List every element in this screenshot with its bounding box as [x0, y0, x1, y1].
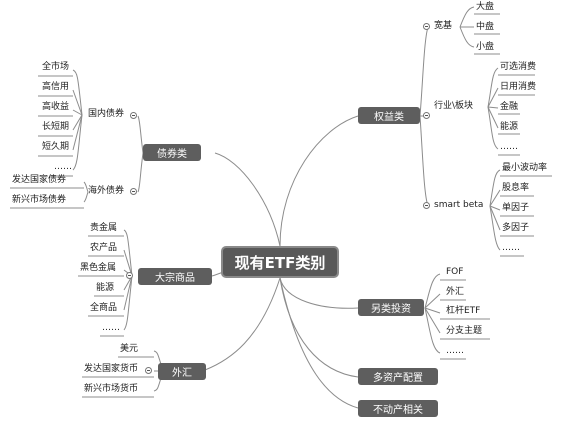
node-smart-beta[interactable]: smart beta: [434, 200, 484, 210]
leaf-node[interactable]: 单因子: [502, 203, 530, 213]
leaf-node[interactable]: 外汇: [446, 287, 465, 297]
leaf-node[interactable]: 全商品: [90, 303, 118, 313]
leaf-node[interactable]: ……: [500, 142, 518, 152]
node-multi-asset[interactable]: 多资产配置: [358, 368, 438, 385]
leaf-node[interactable]: ……: [502, 243, 520, 253]
leaf-node[interactable]: 杠杆ETF: [446, 306, 481, 316]
leaf-node[interactable]: 股息率: [502, 183, 530, 193]
leaf-node[interactable]: 新兴市场货币: [84, 384, 139, 394]
leaf-node[interactable]: 小盘: [476, 42, 495, 52]
leaf-node[interactable]: ……: [446, 346, 464, 356]
collapse-icon[interactable]: [126, 272, 133, 279]
leaf-node[interactable]: 分支主题: [446, 326, 483, 336]
leaf-node[interactable]: FOF: [446, 267, 464, 277]
collapse-icon[interactable]: [130, 112, 137, 119]
leaf-node[interactable]: 贵金属: [90, 223, 118, 233]
leaf-node[interactable]: 全市场: [42, 62, 70, 72]
collapse-icon[interactable]: [130, 188, 137, 195]
node-sector[interactable]: 行业\板块: [434, 101, 474, 111]
leaf-node[interactable]: 发达国家货币: [84, 364, 139, 374]
leaf-node[interactable]: 能源: [500, 122, 519, 132]
collapse-icon[interactable]: [145, 367, 152, 374]
node-domestic-bonds[interactable]: 国内债券: [88, 109, 125, 119]
root-node[interactable]: 现有ETF类别: [221, 246, 339, 278]
leaf-node[interactable]: 高信用: [42, 82, 70, 92]
leaf-node[interactable]: 多因子: [502, 223, 530, 233]
leaf-node[interactable]: 日用消费: [500, 82, 537, 92]
leaf-node[interactable]: 美元: [120, 344, 139, 354]
leaf-node[interactable]: ……: [102, 323, 120, 333]
leaf-node[interactable]: ……: [54, 162, 72, 172]
node-overseas-bonds[interactable]: 海外债券: [88, 186, 125, 196]
collapse-icon[interactable]: [423, 112, 430, 119]
leaf-node[interactable]: 最小波动率: [502, 163, 548, 173]
leaf-node[interactable]: 黑色金属: [80, 263, 117, 273]
leaf-node[interactable]: 发达国家债券: [12, 175, 67, 185]
node-broad-index[interactable]: 宽基: [434, 21, 453, 31]
leaf-node[interactable]: 大盘: [476, 2, 495, 12]
collapse-icon[interactable]: [423, 23, 430, 30]
leaf-node[interactable]: 金融: [500, 102, 519, 112]
node-equity[interactable]: 权益类: [358, 107, 420, 124]
leaf-node[interactable]: 长短期: [42, 122, 70, 132]
leaf-node[interactable]: 短久期: [42, 142, 70, 152]
node-alternative[interactable]: 另类投资: [358, 299, 424, 316]
node-commodities[interactable]: 大宗商品: [138, 268, 212, 285]
node-bonds[interactable]: 债券类: [143, 144, 201, 161]
leaf-node[interactable]: 能源: [96, 283, 115, 293]
leaf-node[interactable]: 农产品: [90, 243, 118, 253]
collapse-icon[interactable]: [423, 202, 430, 209]
node-fx[interactable]: 外汇: [158, 363, 206, 380]
leaf-node[interactable]: 中盘: [476, 22, 495, 32]
leaf-node[interactable]: 高收益: [42, 102, 70, 112]
leaf-node[interactable]: 可选消费: [500, 62, 537, 72]
node-real-estate[interactable]: 不动产相关: [358, 400, 438, 417]
leaf-node[interactable]: 新兴市场债券: [12, 195, 67, 205]
